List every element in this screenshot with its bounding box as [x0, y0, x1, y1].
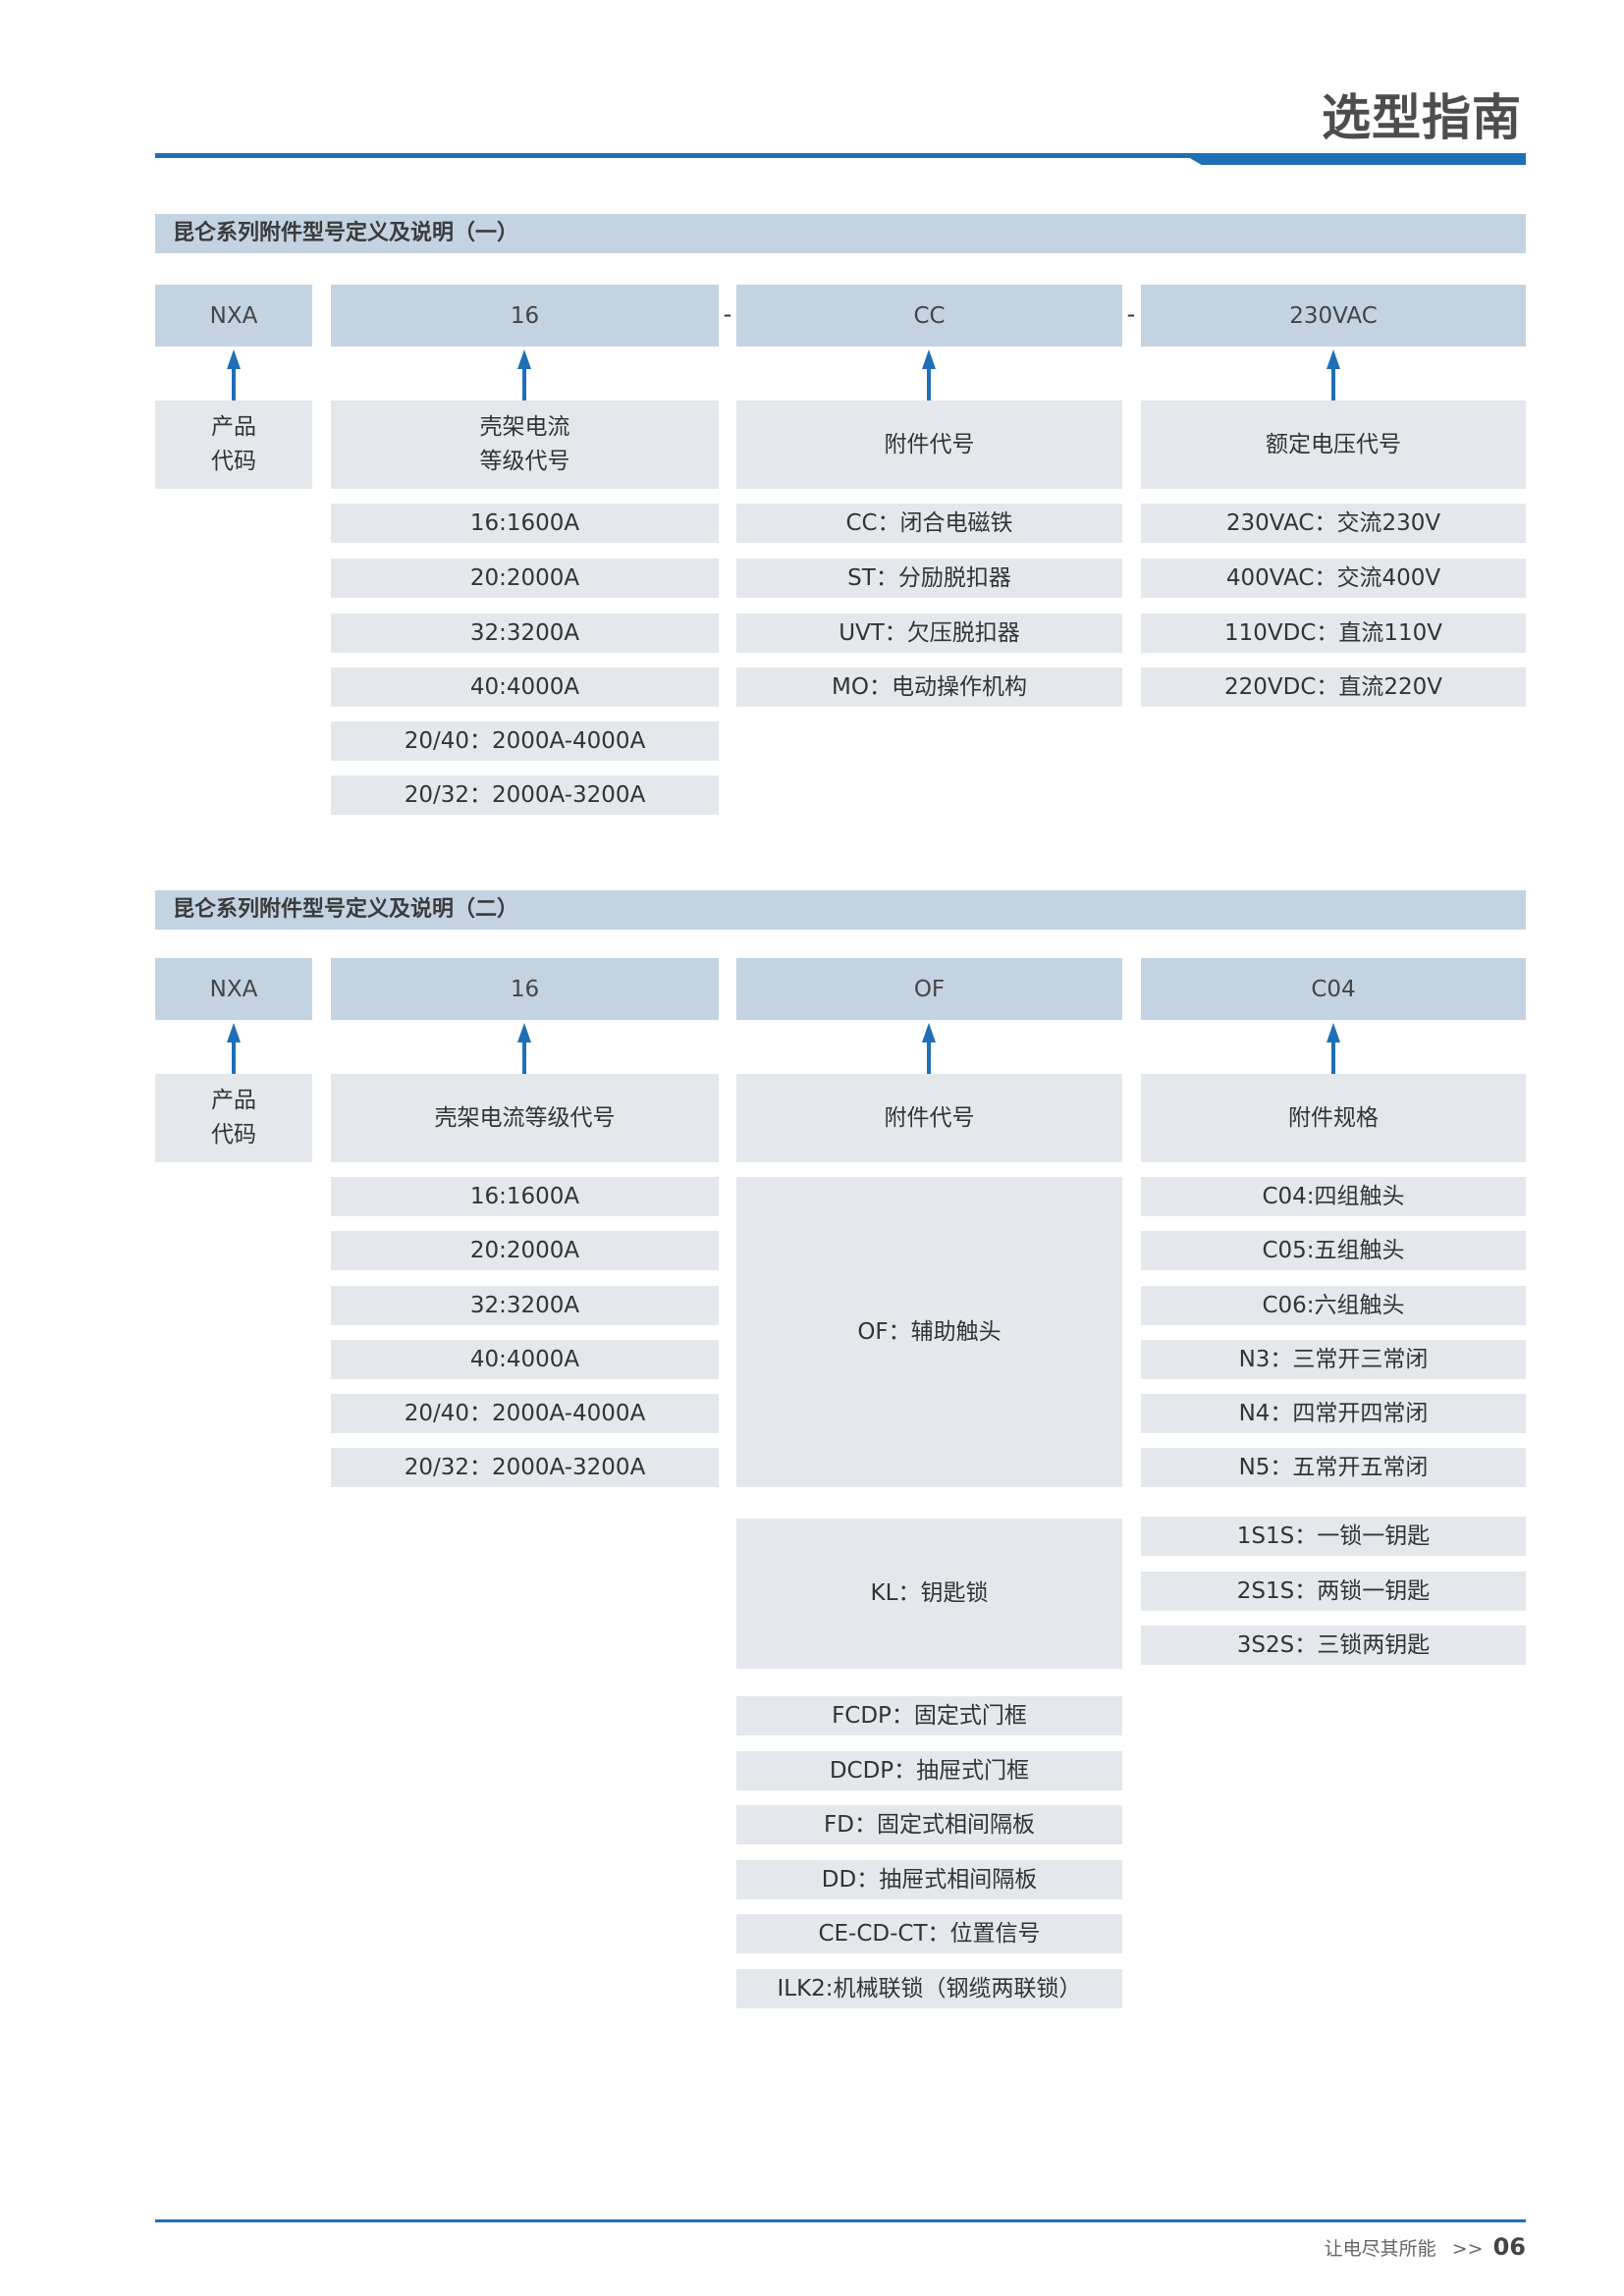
s2-code-spec: C04: [1141, 958, 1526, 1020]
s1-current-option: 20/40：2000A-4000A: [331, 721, 719, 761]
s2-other-accessory: ILK2:机械联锁（钢缆两联锁）: [736, 1969, 1122, 2008]
s2-of-spec: C06:六组触头: [1141, 1286, 1526, 1325]
s1-accessory-option: CC：闭合电磁铁: [736, 504, 1122, 543]
s2-other-accessory: DCDP：抽屉式门框: [736, 1751, 1122, 1790]
s2-current-option: 40:4000A: [331, 1340, 719, 1379]
s2-other-accessory: FCDP：固定式门框: [736, 1696, 1122, 1735]
s1-current-option: 20:2000A: [331, 559, 719, 598]
up-arrow-icon: [224, 349, 244, 400]
s1-voltage-option: 400VAC：交流400V: [1141, 559, 1526, 598]
s1-voltage-option: 220VDC：直流220V: [1141, 667, 1526, 707]
s1-label-accessory: 附件代号: [736, 400, 1122, 489]
s1-voltage-option: 110VDC：直流110V: [1141, 614, 1526, 653]
section2-title: 昆仑系列附件型号定义及说明（二）: [155, 890, 1526, 930]
s2-of-spec: N4：四常开四常闭: [1141, 1394, 1526, 1433]
s1-voltage-option: 230VAC：交流230V: [1141, 504, 1526, 543]
footer-slogan: 让电尽其所能: [1324, 2238, 1436, 2260]
s2-label-frame: 壳架电流等级代号: [331, 1074, 719, 1162]
s2-other-accessory: FD：固定式相间隔板: [736, 1805, 1122, 1844]
s1-separator-2: -: [1126, 300, 1136, 328]
s2-current-option: 20/32：2000A-3200A: [331, 1448, 719, 1487]
s2-of-spec: C04:四组触头: [1141, 1177, 1526, 1216]
up-arrow-icon: [514, 1023, 534, 1074]
s2-code-product: NXA: [155, 958, 312, 1020]
s2-of-spec: C05:五组触头: [1141, 1231, 1526, 1270]
s2-current-option: 20:2000A: [331, 1231, 719, 1270]
section1-title: 昆仑系列附件型号定义及说明（一）: [155, 214, 1526, 253]
s1-code-voltage: 230VAC: [1141, 285, 1526, 347]
s2-of-spec: N5：五常开五常闭: [1141, 1448, 1526, 1487]
s2-of-block: OF：辅助触头: [736, 1177, 1122, 1487]
s2-kl-spec: 1S1S：一锁一钥匙: [1141, 1517, 1526, 1556]
header-rule: [155, 153, 1526, 158]
up-arrow-icon: [919, 349, 939, 400]
s2-current-option: 16:1600A: [331, 1177, 719, 1216]
s2-current-option: 32:3200A: [331, 1286, 719, 1325]
s1-current-option: 32:3200A: [331, 614, 719, 653]
s1-current-option: 40:4000A: [331, 667, 719, 707]
s1-label-frame: 壳架电流 等级代号: [331, 400, 719, 489]
s1-current-option: 16:1600A: [331, 504, 719, 543]
s2-current-option: 20/40：2000A-4000A: [331, 1394, 719, 1433]
s2-label-accessory: 附件代号: [736, 1074, 1122, 1162]
page-number: 06: [1492, 2233, 1526, 2261]
s1-accessory-option: ST：分励脱扣器: [736, 559, 1122, 598]
footer-arrows: >>: [1451, 2238, 1484, 2260]
up-arrow-icon: [1324, 1023, 1343, 1074]
footer: 让电尽其所能 >> 06: [1276, 2233, 1526, 2261]
s1-current-option: 20/32：2000A-3200A: [331, 775, 719, 815]
s1-label-product: 产品 代码: [155, 400, 312, 489]
footer-rule: [155, 2219, 1526, 2222]
s2-code-frame: 16: [331, 958, 719, 1020]
header-rule-tab: [1188, 157, 1526, 165]
up-arrow-icon: [919, 1023, 939, 1074]
s2-kl-spec: 3S2S：三锁两钥匙: [1141, 1626, 1526, 1665]
page-title: 选型指南: [1322, 89, 1522, 146]
s2-other-accessory: CE-CD-CT：位置信号: [736, 1914, 1122, 1953]
s1-accessory-option: UVT：欠压脱扣器: [736, 614, 1122, 653]
s1-code-accessory: CC: [736, 285, 1122, 347]
s1-code-product: NXA: [155, 285, 312, 347]
s2-of-spec: N3：三常开三常闭: [1141, 1340, 1526, 1379]
s2-kl-spec: 2S1S：两锁一钥匙: [1141, 1572, 1526, 1611]
s2-label-product: 产品 代码: [155, 1074, 312, 1162]
s1-label-voltage: 额定电压代号: [1141, 400, 1526, 489]
up-arrow-icon: [224, 1023, 244, 1074]
up-arrow-icon: [514, 349, 534, 400]
s2-code-accessory: OF: [736, 958, 1122, 1020]
s2-label-spec: 附件规格: [1141, 1074, 1526, 1162]
s2-other-accessory: DD：抽屉式相间隔板: [736, 1860, 1122, 1899]
s1-code-frame: 16: [331, 285, 719, 347]
s1-accessory-option: MO：电动操作机构: [736, 667, 1122, 707]
s1-separator-1: -: [723, 300, 732, 328]
up-arrow-icon: [1324, 349, 1343, 400]
s2-kl-block: KL：钥匙锁: [736, 1519, 1122, 1669]
